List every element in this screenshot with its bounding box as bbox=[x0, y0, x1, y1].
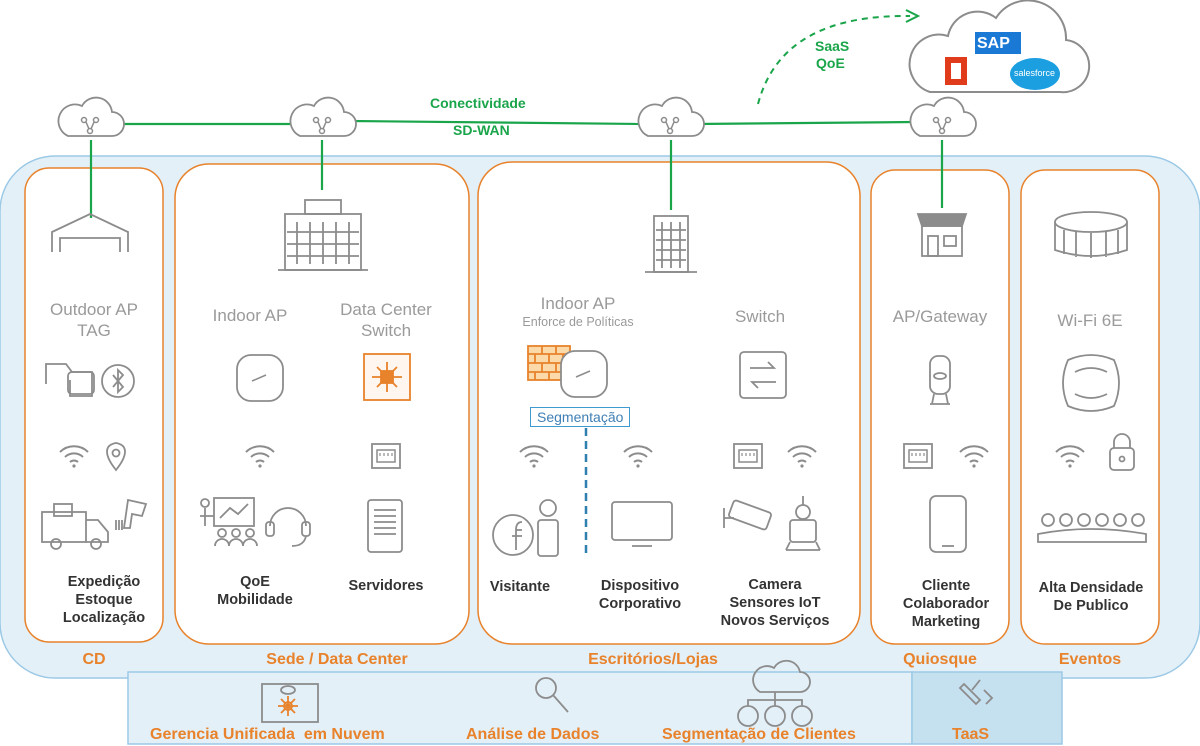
quiosque-label: Quiosque bbox=[903, 651, 977, 668]
eventos-device: Wi-Fi 6E bbox=[1057, 311, 1123, 330]
escritorios-use-c-1: Camera bbox=[748, 577, 802, 593]
outdoor-ap-icon bbox=[45, 363, 95, 397]
cd-use-1: Expedição bbox=[67, 574, 141, 590]
qoe-label: QoE bbox=[816, 55, 845, 71]
headset-icon bbox=[265, 507, 311, 547]
cd-label: CD bbox=[82, 651, 106, 668]
scanner-icon bbox=[115, 498, 148, 530]
salesforce-logo-text: salesforce bbox=[1014, 68, 1056, 78]
lock-icon bbox=[1109, 433, 1135, 471]
presentation-icon bbox=[200, 497, 258, 547]
cd-use-2: Estoque bbox=[75, 592, 133, 608]
quiosque-use-2: Colaborador bbox=[902, 596, 990, 612]
section-eventos bbox=[1020, 169, 1160, 645]
eventos-use-2: De Publico bbox=[1053, 598, 1129, 614]
robot-icon bbox=[785, 496, 821, 551]
connectivity-label: Conectividade bbox=[430, 95, 526, 111]
bottom-item-taas: TaaS bbox=[952, 726, 990, 743]
bottom-item-analise: Análise de Dados bbox=[466, 726, 600, 743]
sede-use-b: Servidores bbox=[348, 578, 424, 594]
tower-icon bbox=[645, 215, 697, 273]
sede-use-a-1: QoE bbox=[240, 574, 270, 590]
cloud-network-icon bbox=[637, 96, 705, 137]
escritorios-use-a: Visitante bbox=[489, 579, 551, 595]
quiosque-use-1: Cliente bbox=[921, 578, 971, 594]
cd-device-line2: TAG bbox=[77, 321, 111, 340]
section-sede bbox=[174, 163, 470, 645]
kiosk-store-icon bbox=[916, 213, 968, 257]
saas-label: SaaS bbox=[815, 38, 850, 54]
segmentation-badge: Segmentação bbox=[530, 407, 631, 427]
quiosque-use-3: Marketing bbox=[911, 614, 981, 630]
escritorios-label: Escritórios/Lojas bbox=[588, 651, 718, 668]
sede-use-a-2: Mobilidade bbox=[217, 592, 293, 608]
bottom-item-gerencia: Gerencia Unificada em Nuvem bbox=[150, 726, 385, 743]
section-escritorios bbox=[477, 161, 861, 645]
bluetooth-icon bbox=[101, 364, 135, 398]
access-point-icon bbox=[560, 350, 608, 398]
eventos-label: Eventos bbox=[1058, 651, 1122, 668]
saas-cloud-icon bbox=[908, 0, 1091, 94]
cd-use-3: Localização bbox=[62, 610, 146, 626]
users-cloud-icon bbox=[737, 659, 813, 727]
gateway-icon bbox=[929, 355, 951, 405]
eventos-use-1: Alta Densidade bbox=[1038, 580, 1144, 596]
escritorios-device-a-sub: Enforce de Políticas bbox=[522, 315, 634, 329]
server-icon bbox=[367, 499, 403, 553]
facebook-icon bbox=[492, 514, 534, 556]
sdwan-links bbox=[89, 119, 944, 218]
escritorios-use-b-1: Dispositivo bbox=[600, 578, 680, 594]
sede-device-b-line2: Switch bbox=[360, 321, 412, 340]
cd-device-line1: Outdoor AP bbox=[50, 300, 138, 319]
cloud-network-icon bbox=[289, 96, 357, 137]
location-icon bbox=[106, 442, 126, 472]
sede-device-a: Indoor AP bbox=[212, 306, 288, 325]
truck-icon bbox=[41, 503, 109, 550]
cloud-network-icon bbox=[909, 96, 977, 137]
phone-icon bbox=[537, 499, 559, 557]
dashboard-icon bbox=[261, 683, 319, 723]
bottom-item-segmentacao: Segmentação de Clientes bbox=[662, 726, 856, 743]
section-quiosque bbox=[870, 169, 1010, 645]
escritorios-device-b: Switch bbox=[734, 307, 786, 326]
camera-icon bbox=[723, 499, 772, 531]
sede-device-b-line1: Data Center bbox=[340, 300, 432, 319]
sap-logo-text: SAP bbox=[977, 35, 1010, 52]
sap-logo-icon bbox=[975, 32, 1021, 54]
sede-label: Sede / Data Center bbox=[266, 651, 408, 668]
access-point-icon bbox=[236, 354, 284, 402]
smartphone-icon bbox=[929, 495, 967, 553]
sdwan-label: SD-WAN bbox=[453, 122, 510, 138]
escritorios-device-a: Indoor AP bbox=[540, 294, 616, 313]
stadium-icon bbox=[1054, 211, 1128, 258]
escritorios-use-c-2: Sensores IoT bbox=[729, 595, 821, 611]
monitor-icon bbox=[611, 501, 673, 547]
quiosque-device: AP/Gateway bbox=[892, 307, 988, 326]
data-center-switch-icon bbox=[363, 353, 411, 401]
salesforce-logo-icon bbox=[1010, 58, 1060, 90]
wifi6e-ap-icon bbox=[1062, 354, 1120, 412]
warehouse-icon bbox=[51, 213, 129, 252]
saas-arrow bbox=[757, 14, 911, 105]
tools-icon bbox=[958, 679, 994, 706]
bluetooth-glyph bbox=[112, 367, 125, 395]
magnifier-icon bbox=[535, 677, 569, 713]
switch-icon bbox=[739, 351, 787, 399]
taas-background bbox=[911, 671, 1063, 745]
building-icon bbox=[278, 199, 368, 271]
section-cd bbox=[24, 167, 164, 643]
escritorios-use-b-2: Corporativo bbox=[598, 596, 682, 612]
cloud-network-icon bbox=[57, 96, 125, 137]
escritorios-use-c-3: Novos Serviços bbox=[720, 613, 830, 629]
audience-icon bbox=[1037, 513, 1147, 543]
